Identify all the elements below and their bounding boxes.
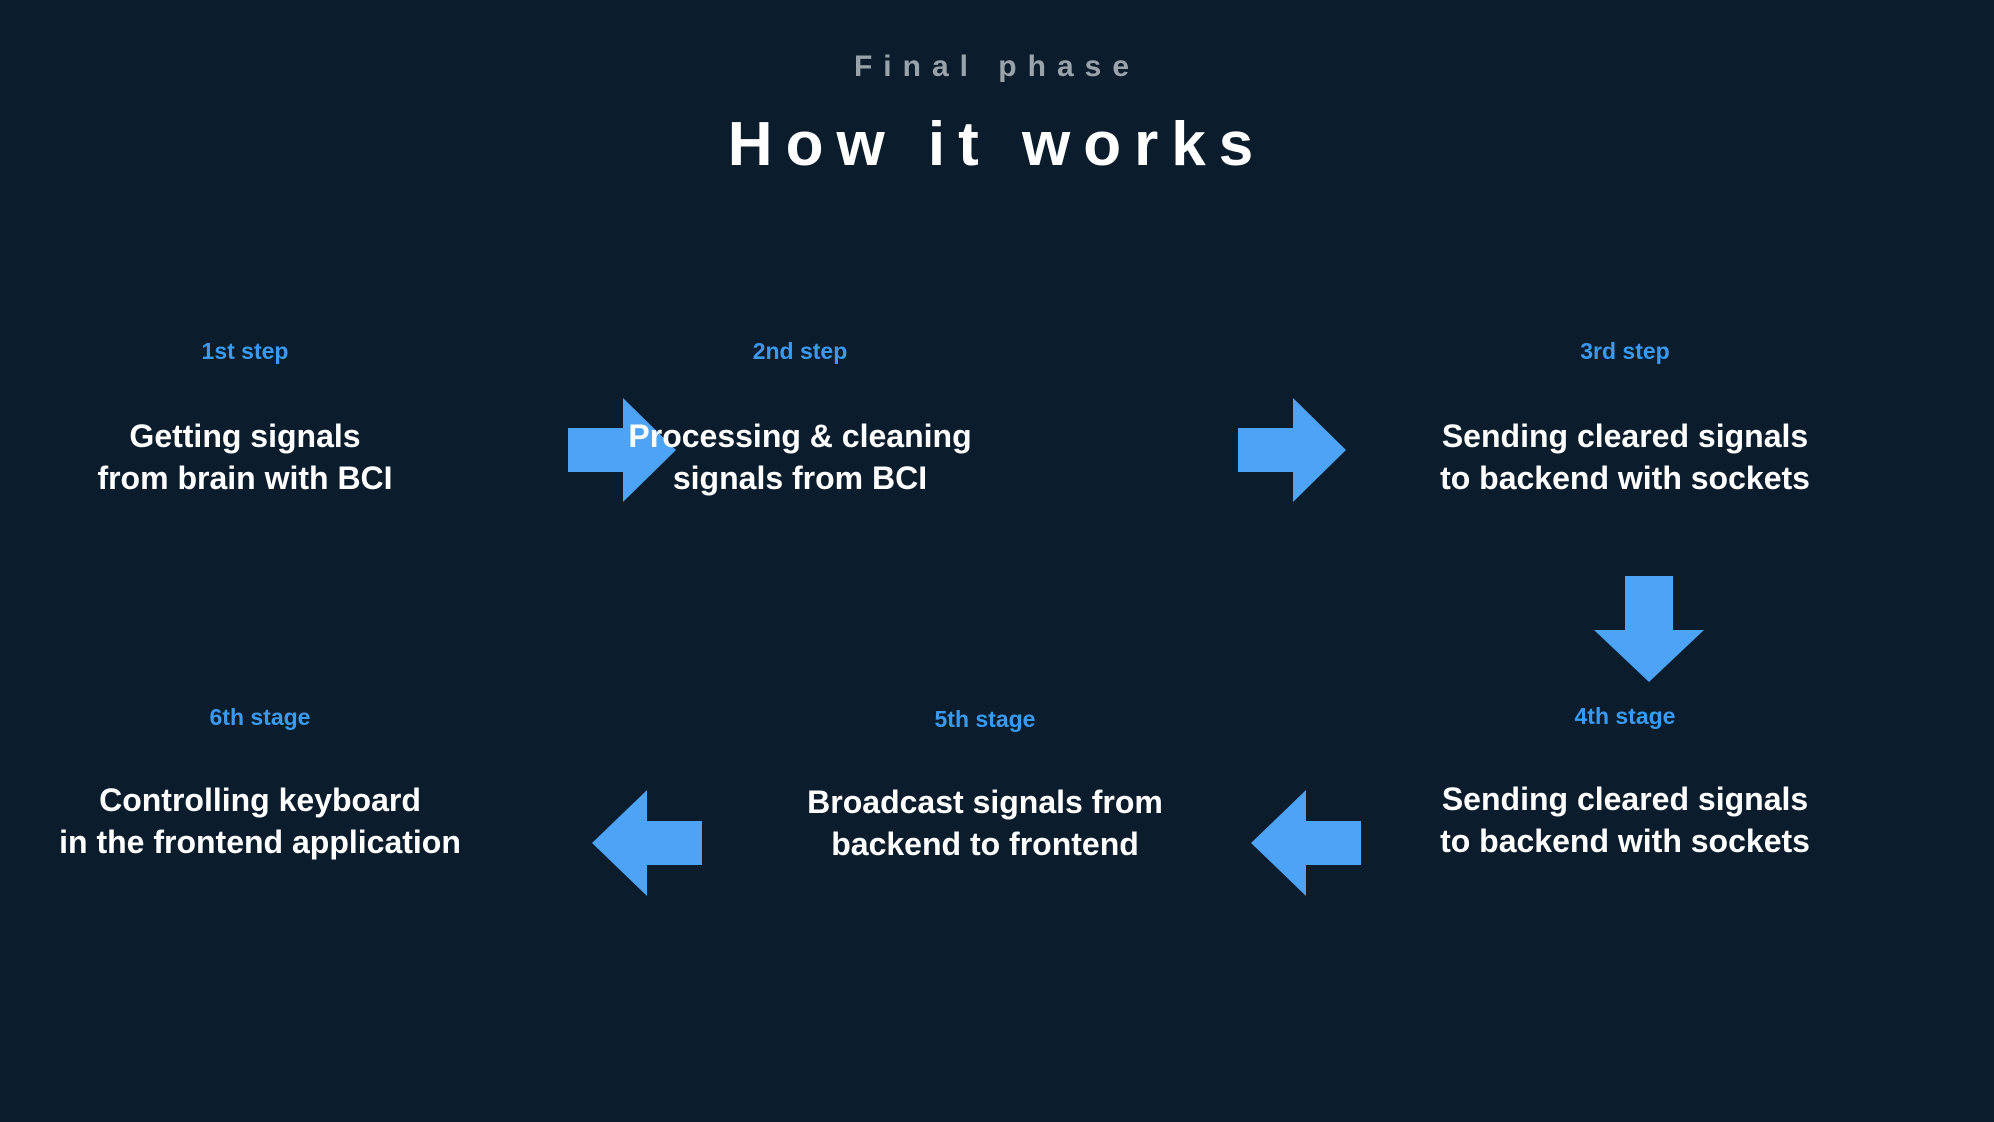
arrow-down-icon: [1594, 576, 1704, 682]
flow-step-1: 1st step Getting signals from brain with…: [15, 340, 475, 499]
arrow-left-icon: [1251, 790, 1361, 896]
flow-step-6-line-2: in the frontend application: [59, 824, 461, 861]
flow-step-5-text: Broadcast signals from backend to fronte…: [755, 781, 1215, 865]
flow-step-4-text: Sending cleared signals to backend with …: [1375, 778, 1875, 862]
flow-step-3-line-2: to backend with sockets: [1440, 460, 1810, 497]
flow-step-5-label: 5th stage: [934, 706, 1036, 732]
flow-step-2-label: 2nd step: [752, 338, 848, 364]
flow-step-1-text: Getting signals from brain with BCI: [15, 415, 475, 499]
flow-step-1-line-2: from brain with BCI: [97, 460, 393, 497]
arrow-right-icon: [568, 398, 676, 502]
arrow-left-icon: [592, 790, 702, 896]
flow-step-6-label: 6th stage: [209, 704, 311, 730]
flow-step-3-line-1: Sending cleared signals: [1441, 418, 1809, 454]
flow-step-3: 3rd step Sending cleared signals to back…: [1375, 340, 1875, 499]
slide-header: Final phase How it works: [0, 0, 1994, 179]
flow-step-5-line-1: Broadcast signals from: [807, 784, 1163, 820]
flow-step-1-label: 1st step: [201, 338, 289, 364]
flow-step-6-text: Controlling keyboard in the frontend app…: [15, 779, 505, 863]
flow-step-5-line-2: backend to frontend: [831, 826, 1139, 863]
flow-step-2-line-2: signals from BCI: [672, 460, 928, 497]
flow-step-1-line-1: Getting signals: [129, 418, 361, 454]
flow-step-3-label: 3rd step: [1580, 338, 1670, 364]
flow-step-4-line-1: Sending cleared signals: [1441, 781, 1809, 817]
flow-step-6: 6th stage Controlling keyboard in the fr…: [15, 706, 505, 863]
arrow-right-icon: [1238, 398, 1346, 502]
flow-step-3-text: Sending cleared signals to backend with …: [1375, 415, 1875, 499]
flow-step-2: 2nd step Processing & cleaning signals f…: [585, 340, 1015, 499]
page-title: How it works: [727, 110, 1267, 179]
flow-step-4-label: 4th stage: [1574, 703, 1676, 729]
slide-eyebrow: Final phase: [853, 50, 1141, 83]
flow-step-4-line-2: to backend with sockets: [1440, 823, 1810, 860]
flow-step-2-line-1: Processing & cleaning: [628, 418, 972, 454]
flow-step-2-text: Processing & cleaning signals from BCI: [585, 415, 1015, 499]
flow-step-4: 4th stage Sending cleared signals to bac…: [1375, 705, 1875, 862]
flow-step-5: 5th stage Broadcast signals from backend…: [755, 708, 1215, 865]
flow-step-6-line-1: Controlling keyboard: [99, 782, 421, 818]
